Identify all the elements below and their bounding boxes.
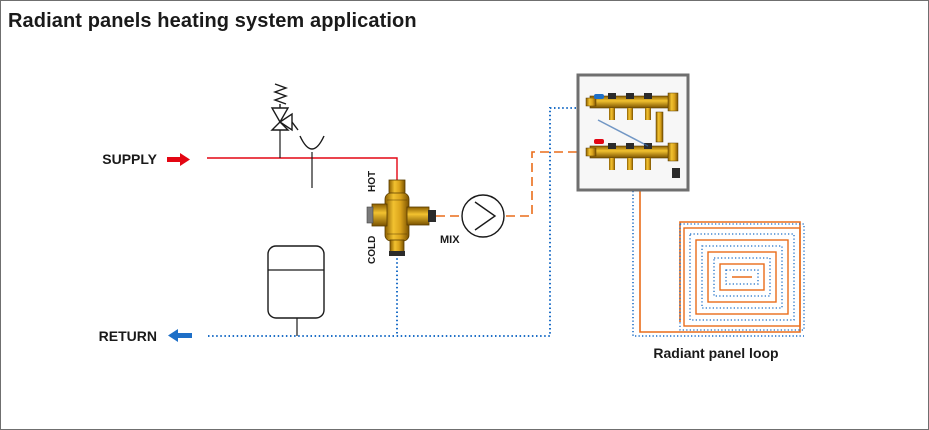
pump-icon [461,194,505,238]
funnel-icon [291,121,325,150]
return-pipe [208,107,580,337]
expansion-vessel-icon [267,245,325,319]
loop-label: Radiant panel loop [653,345,778,361]
mixed-flow-pipe [436,151,580,217]
arrow-left-icon [168,329,192,342]
diagram-title: Radiant panels heating system applicatio… [8,10,417,32]
hot-label: HOT [367,171,378,192]
mixing-valve-icon [366,179,436,256]
return-label: RETURN [99,328,157,344]
supply-pipe [207,157,398,180]
floor-loop-icon [679,223,805,331]
loop-return-pipe [632,128,804,337]
arrow-right-icon [167,153,190,166]
cold-label: COLD [367,236,378,264]
supply-label: SUPPLY [102,151,157,167]
mix-label: MIX [440,234,460,246]
manifold-icon [576,73,690,192]
safety-valve-icon [270,83,293,132]
